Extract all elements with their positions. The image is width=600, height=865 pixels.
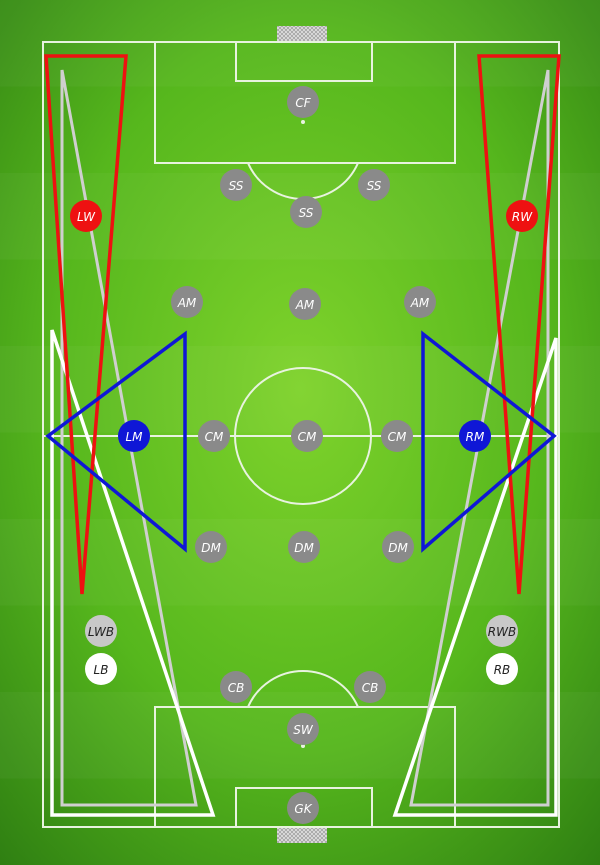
- position-marker-lb: LB: [85, 653, 117, 685]
- position-marker-am: AM: [171, 286, 203, 318]
- position-marker-cf: CF: [287, 86, 319, 118]
- position-label: GK: [294, 802, 312, 816]
- position-marker-ss: SS: [220, 169, 252, 201]
- position-marker-dm: DM: [288, 531, 320, 563]
- position-marker-rb: RB: [486, 653, 518, 685]
- position-label: CM: [205, 430, 224, 444]
- position-marker-rw: RW: [506, 200, 538, 232]
- position-label: AM: [177, 296, 197, 310]
- position-label: DM: [201, 541, 221, 555]
- position-label: SS: [299, 206, 314, 220]
- position-label: AM: [295, 298, 315, 312]
- position-label: RWB: [488, 625, 516, 639]
- position-label: SW: [293, 723, 314, 737]
- position-label: SS: [229, 179, 244, 193]
- top-penalty-spot: [301, 120, 305, 124]
- top-goal-net: [277, 26, 327, 41]
- position-marker-dm: DM: [382, 531, 414, 563]
- position-label: LWB: [88, 625, 114, 639]
- grass-stripe: [0, 0, 600, 87]
- position-marker-am: AM: [289, 288, 321, 320]
- position-label: CF: [295, 96, 311, 110]
- position-marker-am: AM: [404, 286, 436, 318]
- position-marker-dm: DM: [195, 531, 227, 563]
- position-marker-cb: CB: [354, 671, 386, 703]
- position-label: RM: [466, 430, 485, 444]
- position-marker-cm: CM: [198, 420, 230, 452]
- position-marker-cb: CB: [220, 671, 252, 703]
- grass-stripe: [0, 346, 600, 433]
- position-marker-ss: SS: [358, 169, 390, 201]
- position-label: RW: [512, 210, 533, 224]
- position-label: LM: [125, 430, 143, 444]
- position-label: AM: [410, 296, 430, 310]
- position-marker-cm: CM: [291, 420, 323, 452]
- position-marker-ss: SS: [290, 196, 322, 228]
- position-marker-gk: GK: [287, 792, 319, 824]
- position-marker-sw: SW: [287, 713, 319, 745]
- position-marker-rwb: RWB: [486, 615, 518, 647]
- position-label: CM: [388, 430, 407, 444]
- position-marker-cm: CM: [381, 420, 413, 452]
- position-label: SS: [367, 179, 382, 193]
- position-marker-rm: RM: [459, 420, 491, 452]
- position-label: LB: [94, 663, 109, 677]
- position-label: CM: [298, 430, 317, 444]
- position-label: DM: [388, 541, 408, 555]
- position-label: DM: [294, 541, 314, 555]
- position-marker-lwb: LWB: [85, 615, 117, 647]
- position-marker-lw: LW: [70, 200, 102, 232]
- position-marker-lm: LM: [118, 420, 150, 452]
- position-label: LW: [77, 210, 96, 224]
- position-label: CB: [228, 681, 245, 695]
- position-label: CB: [362, 681, 379, 695]
- position-label: RB: [494, 663, 511, 677]
- bottom-goal-net: [277, 828, 327, 843]
